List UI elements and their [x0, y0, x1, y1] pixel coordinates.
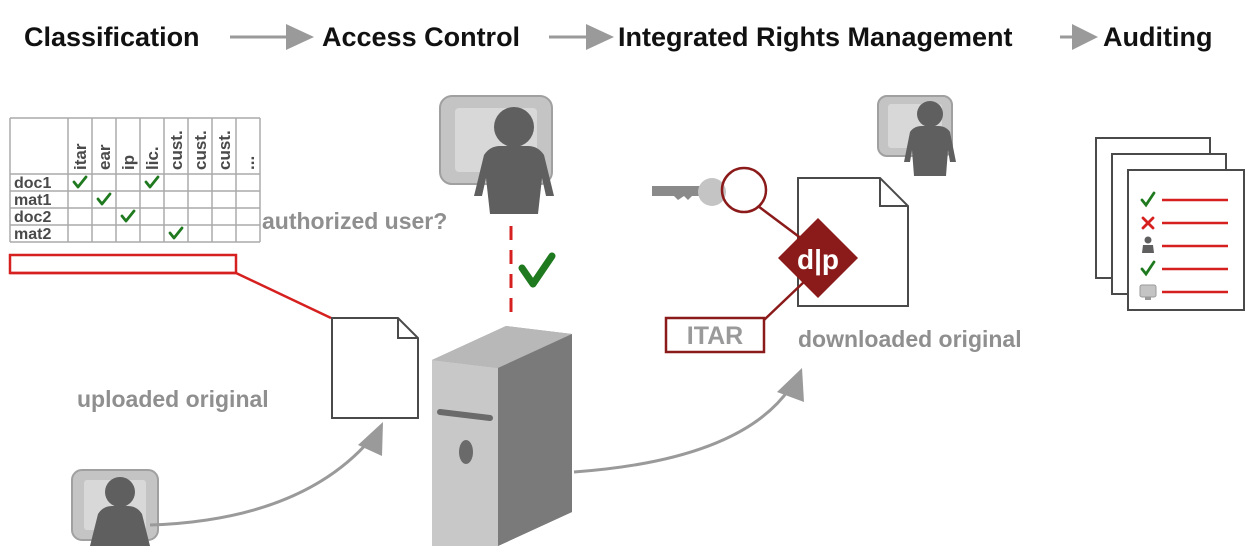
uploaded-document-icon — [331, 317, 419, 419]
check-icon — [1140, 191, 1156, 208]
upload-arrow — [149, 439, 372, 527]
matrix-column-header: itar — [71, 143, 90, 170]
key-icon — [652, 178, 726, 206]
monitor-icon — [1139, 284, 1157, 300]
check-icon — [1140, 260, 1156, 277]
authorized-user-icon — [439, 95, 554, 214]
cross-icon — [1141, 216, 1155, 230]
matrix-column-header: ear — [95, 144, 114, 170]
download-arrow — [573, 387, 792, 474]
authorized-user-question: authorized user? — [262, 208, 448, 234]
matrix-column-header: ip — [119, 155, 138, 170]
matrix-row-label: doc1 — [14, 175, 51, 192]
step-integrated-rights-management: Integrated Rights Management — [618, 22, 1013, 52]
step-access-control: Access Control — [322, 22, 521, 52]
new-row-highlight — [8, 253, 238, 275]
matrix-column-header: cust. — [215, 130, 234, 170]
dp-logo-text: d|p — [797, 244, 839, 275]
dp-logo-icon: d|p — [778, 218, 858, 298]
downloaded-original-caption: downloaded original — [798, 326, 1022, 352]
matrix-column-header: cust. — [167, 130, 186, 170]
server-icon — [432, 326, 572, 546]
step-arrow — [549, 24, 614, 50]
audit-log-icon — [1095, 137, 1245, 311]
matrix-check-icon — [144, 175, 160, 189]
user-icon — [1142, 236, 1154, 253]
classification-connector — [235, 271, 332, 320]
matrix-column-header: cust. — [191, 130, 210, 170]
matrix-row-label: doc2 — [14, 209, 51, 226]
auth-check-icon — [518, 252, 556, 288]
irm-user-icon — [877, 95, 956, 176]
matrix-check-icon — [168, 226, 184, 240]
matrix-check-icon — [72, 175, 88, 189]
lock-ring-icon — [720, 166, 768, 214]
matrix-row-label: mat2 — [14, 226, 51, 243]
matrix-row-label: mat1 — [14, 192, 51, 209]
matrix-check-icon — [96, 192, 112, 206]
matrix-check-icon — [120, 209, 136, 223]
step-arrow — [1060, 24, 1098, 50]
uploaded-original-caption: uploaded original — [77, 386, 269, 412]
itar-tag: ITAR — [664, 316, 766, 354]
uploader-user-icon — [71, 469, 159, 546]
matrix-column-header: lic. — [143, 146, 162, 170]
matrix-column-header: ... — [239, 156, 258, 170]
step-classification: Classification — [24, 22, 200, 52]
step-auditing: Auditing — [1103, 22, 1213, 52]
itar-tag-label: ITAR — [687, 322, 743, 350]
step-arrow — [230, 24, 314, 50]
